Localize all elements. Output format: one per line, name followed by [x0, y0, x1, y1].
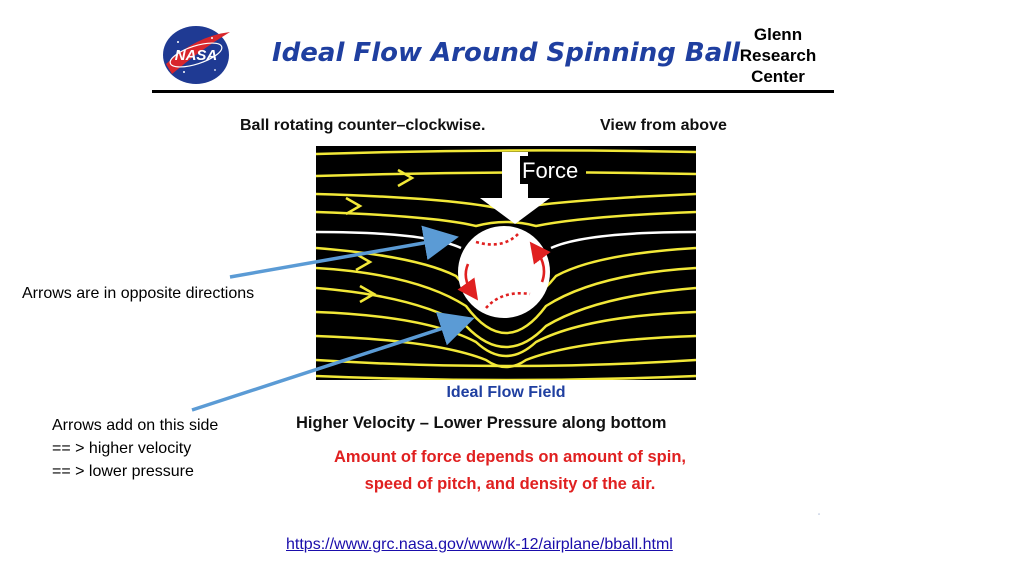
slide-marker-icon: ▫: [818, 512, 821, 518]
force-note-line: Amount of force depends on amount of spi…: [334, 448, 686, 466]
rotation-label: Ball rotating counter–clockwise.: [240, 117, 486, 134]
center-name-line: Research: [739, 46, 817, 65]
diagram-title: Ideal Flow Around Spinning Ball: [272, 38, 741, 68]
ball-seams: [475, 231, 531, 309]
view-label: View from above: [600, 117, 727, 134]
nasa-logo: NASA: [163, 26, 230, 84]
annotation-opposite-directions: Arrows are in opposite directions: [22, 285, 255, 302]
center-name-line: Glenn: [753, 25, 803, 44]
nasa-swoosh: [166, 32, 230, 74]
streamline: [316, 286, 696, 349]
ball: [458, 226, 550, 318]
center-name: Glenn Research Center: [736, 24, 820, 87]
flow-arrow-icon: [359, 284, 377, 304]
spin-arrow-icon: [457, 263, 479, 301]
source-link[interactable]: https://www.grc.nasa.gov/www/k-12/airpla…: [286, 536, 673, 553]
spin-arrows: [457, 241, 551, 301]
header-divider: [152, 90, 834, 93]
flow-arrow-icon: [345, 196, 363, 216]
flow-arrow-icon: [397, 168, 415, 188]
streamline: [316, 149, 696, 156]
flow-field-label: Ideal Flow Field: [446, 384, 566, 401]
center-name-line: Center: [751, 67, 805, 86]
streamline: [316, 266, 696, 335]
annotation-arrows-add: Arrows add on this side == > higher velo…: [52, 414, 218, 483]
annotation-line: == > higher velocity: [52, 440, 192, 457]
spin-arrow-icon: [529, 241, 551, 283]
force-note-line: speed of pitch, and density of the air.: [364, 475, 656, 493]
force-arrow: Force: [480, 152, 586, 224]
velocity-note: Higher Velocity – Lower Pressure along b…: [296, 414, 667, 432]
nasa-logo-text: NASA: [175, 47, 218, 64]
annotation-line: Arrows add on this side: [52, 417, 219, 434]
force-label: Force: [522, 158, 578, 183]
force-note: Amount of force depends on amount of spi…: [300, 444, 720, 498]
streamline: [316, 210, 696, 228]
annotation-line: == > lower pressure: [52, 463, 194, 480]
flow-field-diagram: Force: [316, 146, 696, 380]
